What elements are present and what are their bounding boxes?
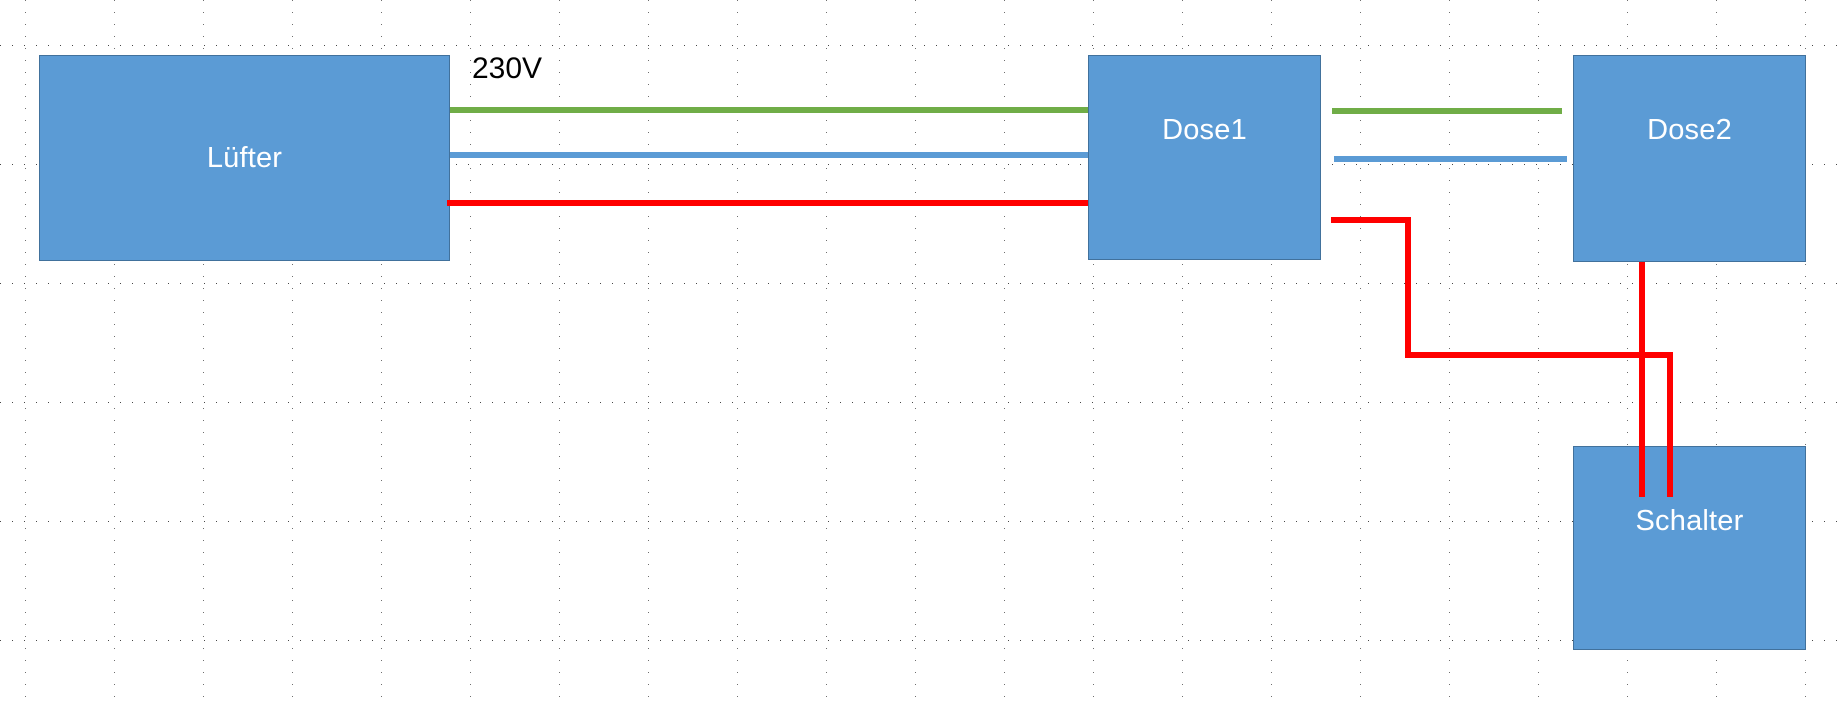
wire-luefter-dose1-blue bbox=[447, 152, 1088, 158]
node-luefter-label: Lüfter bbox=[206, 141, 283, 174]
node-luefter[interactable]: Lüfter bbox=[39, 55, 450, 261]
node-dose1[interactable]: Dose1 bbox=[1088, 55, 1321, 260]
node-dose2[interactable]: Dose2 bbox=[1573, 55, 1806, 262]
wire-dose1-drop-red-v bbox=[1405, 217, 1411, 352]
grid-line-horizontal bbox=[0, 402, 1841, 403]
grid-line-vertical bbox=[559, 0, 560, 703]
grid-line-vertical bbox=[826, 0, 827, 703]
grid-line-horizontal bbox=[0, 45, 1841, 46]
wire-bus-drop-red-v bbox=[1667, 352, 1673, 497]
voltage-label: 230V bbox=[472, 52, 543, 85]
node-schalter[interactable]: Schalter bbox=[1573, 446, 1806, 650]
wire-dose1-dose2-blue bbox=[1334, 156, 1567, 162]
wire-dose1-out-red-h bbox=[1331, 217, 1411, 223]
wire-dose1-dose2-green bbox=[1332, 108, 1562, 114]
wire-bus-red-h bbox=[1405, 352, 1673, 358]
wire-luefter-dose1-green bbox=[450, 107, 1088, 113]
grid-line-vertical bbox=[648, 0, 649, 703]
grid-line-horizontal bbox=[0, 521, 1841, 522]
grid-line-horizontal bbox=[0, 640, 1841, 641]
node-schalter-label: Schalter bbox=[1635, 505, 1744, 537]
node-dose1-label: Dose1 bbox=[1162, 114, 1247, 146]
wire-luefter-dose1-red bbox=[447, 200, 1088, 206]
grid-line-horizontal bbox=[0, 283, 1841, 284]
grid-line-vertical bbox=[1360, 0, 1361, 703]
grid-line-vertical bbox=[915, 0, 916, 703]
grid-line-vertical bbox=[470, 0, 471, 703]
node-dose2-label: Dose2 bbox=[1647, 114, 1732, 146]
wire-dose2-drop-red-v bbox=[1639, 262, 1645, 497]
grid-line-vertical bbox=[25, 0, 26, 703]
grid-line-vertical bbox=[737, 0, 738, 703]
grid-line-vertical bbox=[1004, 0, 1005, 703]
